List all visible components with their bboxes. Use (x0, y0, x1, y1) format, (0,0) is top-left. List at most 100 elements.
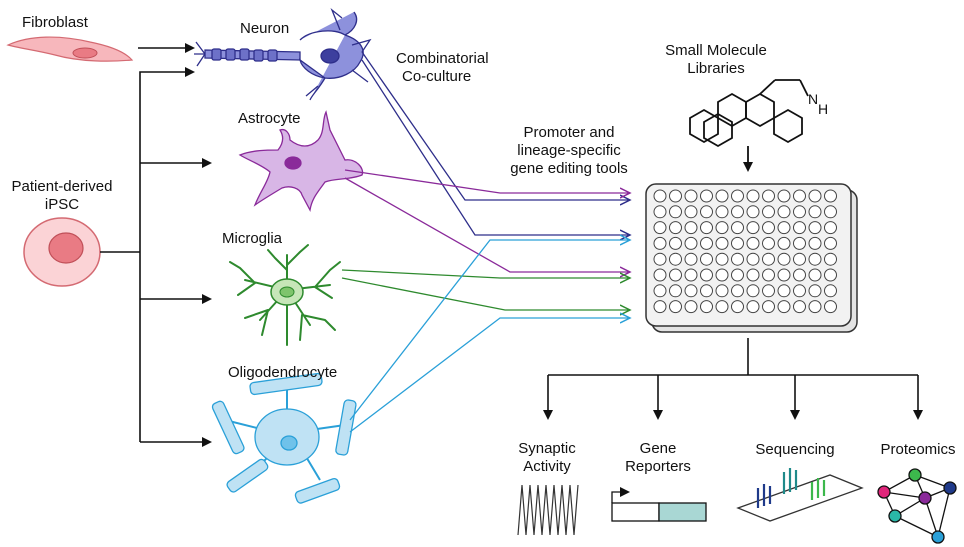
plate-well (808, 284, 822, 298)
plate-well (762, 252, 775, 266)
differentiation-arrows (100, 43, 212, 447)
plate-well (653, 284, 667, 298)
plate-well (808, 221, 822, 235)
plate-well (777, 236, 791, 250)
plate-well (731, 268, 744, 282)
sequencing-slide-icon (736, 468, 864, 522)
plate-well (669, 221, 682, 235)
plate-well (762, 236, 775, 250)
plate-well (653, 300, 667, 314)
plate-well (669, 252, 682, 266)
plate-well (731, 252, 744, 266)
plate-well (684, 252, 698, 266)
plate-well (653, 268, 667, 282)
plate-well (824, 236, 837, 250)
plate-well (777, 252, 791, 266)
plate-well (746, 252, 760, 266)
oligodendrocyte-cell (211, 372, 357, 504)
plate-well (808, 300, 822, 314)
synaptic-label-line1: Synaptic (518, 440, 576, 457)
oligodendrocyte-label: Oligodendrocyte (228, 364, 338, 381)
plate-well (684, 205, 698, 219)
synaptic-trace-icon (517, 484, 579, 536)
plate-well (746, 236, 760, 250)
gene-reporter-icon (611, 487, 707, 522)
plate-well (731, 221, 744, 235)
plate-well (762, 300, 775, 314)
plate-well (793, 189, 806, 203)
gene-label-line1: Gene (639, 440, 677, 457)
plate-well (669, 268, 682, 282)
plate-well (715, 268, 729, 282)
plate-well (746, 189, 760, 203)
plate-well (684, 236, 698, 250)
plate-well (808, 252, 822, 266)
plate-well (715, 221, 729, 235)
plate-wells (653, 189, 837, 314)
plate-well (715, 284, 729, 298)
plate-well (653, 189, 667, 203)
gene-label-line2: Reporters (625, 458, 691, 475)
plate-well (793, 236, 806, 250)
promoter-label-line2: lineage-specific (517, 142, 621, 159)
plate-well (731, 236, 744, 250)
plate-well (793, 284, 806, 298)
plate-well (808, 189, 822, 203)
fibroblast-label: Fibroblast (22, 14, 88, 31)
plate-well (653, 252, 667, 266)
sequencing-label: Sequencing (755, 441, 835, 458)
plate-well (715, 189, 729, 203)
amine-h-label: H (818, 101, 829, 117)
plate-well (793, 268, 806, 282)
library-label-line1: Small Molecule (665, 42, 767, 59)
plate-well (669, 300, 682, 314)
promoter-label-line1: Promoter and (523, 124, 615, 141)
plate-well (824, 252, 837, 266)
plate-well (715, 205, 729, 219)
plate-well (793, 300, 806, 314)
plate-well (808, 236, 822, 250)
plate-well (715, 236, 729, 250)
plate-well (669, 205, 682, 219)
small-molecule-structure (689, 79, 809, 172)
plate-well (777, 189, 791, 203)
plate-well (700, 252, 713, 266)
plate-well (777, 205, 791, 219)
plate-well (700, 300, 713, 314)
microglia-label: Microglia (222, 230, 283, 247)
plate-well (777, 300, 791, 314)
plate-well (808, 205, 822, 219)
plate-well (777, 268, 791, 282)
plate-well (700, 284, 713, 298)
plate-well (746, 205, 760, 219)
plate-well (669, 284, 682, 298)
plate-well (746, 300, 760, 314)
plate-well (746, 284, 760, 298)
plate-well (762, 284, 775, 298)
plate-well (715, 300, 729, 314)
patient-label-line2: iPSC (44, 196, 80, 213)
plate-well (669, 236, 682, 250)
plate-well (824, 205, 837, 219)
astrocyte-cell (238, 110, 364, 212)
plate-well (700, 236, 713, 250)
plate-well (777, 284, 791, 298)
neuron-cell (194, 7, 372, 101)
plate-well (793, 252, 806, 266)
plate-well (653, 221, 667, 235)
microglia-cell (229, 244, 341, 346)
plate-well (700, 268, 713, 282)
proteomics-label: Proteomics (880, 441, 956, 458)
neuron-label: Neuron (240, 20, 290, 37)
plate-well (762, 268, 775, 282)
plate-well (762, 221, 775, 235)
plate-well (669, 189, 682, 203)
plate-well (793, 221, 806, 235)
plate-well (746, 221, 760, 235)
synaptic-label-line2: Activity (523, 458, 571, 475)
plate-well (684, 300, 698, 314)
plate-well (653, 205, 667, 219)
plate-well (762, 205, 775, 219)
ipsc-cell (23, 217, 101, 287)
